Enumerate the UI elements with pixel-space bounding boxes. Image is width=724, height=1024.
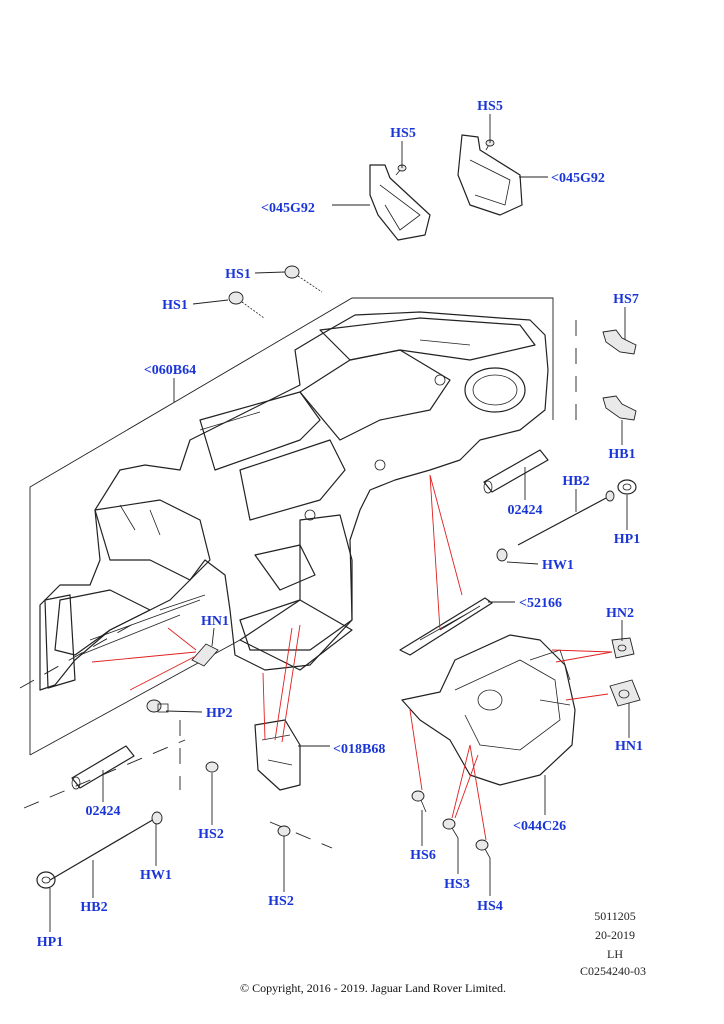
clip-hn2 xyxy=(611,637,635,659)
red-reference-lines xyxy=(91,474,613,841)
callout-hn1-left: HN1 xyxy=(201,614,229,629)
sleeve-right xyxy=(483,449,549,494)
beam-outline xyxy=(39,311,549,691)
washer-hp1-right xyxy=(617,479,637,495)
callout-bracket-left: <045G92 xyxy=(261,201,315,216)
copyright-notice: © Copyright, 2016 - 2019. Jaguar Land Ro… xyxy=(240,981,506,995)
beam-centre-box xyxy=(254,544,316,591)
callout-hs3: HS3 xyxy=(444,877,470,892)
callout-hb1: HB1 xyxy=(608,447,635,462)
bolt-hs7 xyxy=(602,329,637,355)
assembly-frame-upper xyxy=(29,297,554,755)
support-bracket-018b68 xyxy=(254,719,301,791)
beam-fixing-hole xyxy=(434,374,446,386)
bracket-pair-045g92 xyxy=(369,134,523,241)
callout-hs4: HS4 xyxy=(477,899,503,914)
beam-left-lower-panel xyxy=(54,589,151,656)
bracket-right-detail xyxy=(469,159,511,206)
callout-sleeve-right: 02424 xyxy=(508,503,543,518)
harness-bracket-52166 xyxy=(399,597,493,656)
meta-side: LH xyxy=(607,947,623,961)
callout-hb2-left: HB2 xyxy=(80,900,107,915)
beam-left-panel xyxy=(94,499,211,581)
clip-hn1-left xyxy=(191,643,219,667)
callout-hs7: HS7 xyxy=(613,292,639,307)
meta-code: 5011205 xyxy=(594,909,636,923)
beam-steering-ring-inner xyxy=(472,374,518,406)
callout-hs5-left: HS5 xyxy=(390,126,416,141)
rod-hb2-right xyxy=(517,490,615,546)
screw-hs5-left xyxy=(395,164,407,176)
beam-centre-web xyxy=(299,349,451,441)
callout-cross-member: <060B64 xyxy=(144,363,196,378)
callout-hn2: HN2 xyxy=(606,606,634,621)
meta-date: 20-2019 xyxy=(595,928,635,942)
plug-hp2 xyxy=(146,699,169,713)
callout-labels: HS5 HS5 <045G92 <045G92 HS1 HS1 HS7 <060… xyxy=(37,99,643,950)
callout-hn1-right: HN1 xyxy=(615,739,643,754)
callout-hp1-left: HP1 xyxy=(37,935,63,950)
callout-hs1-top: HS1 xyxy=(225,267,251,282)
bracket-left-detail xyxy=(379,184,421,231)
screw-hs2-bottom xyxy=(277,825,291,837)
leader-lines xyxy=(49,114,630,932)
washer-hw1-right xyxy=(496,548,508,562)
callout-heater-bracket: <044C26 xyxy=(513,819,566,834)
stud-hs1-top xyxy=(284,265,323,293)
meta-ref: C0254240-03 xyxy=(580,964,646,978)
sleeve-left xyxy=(71,745,135,790)
callout-hb2-right: HB2 xyxy=(562,474,589,489)
screw-hs4 xyxy=(475,839,491,859)
beam-top-rail xyxy=(319,317,536,361)
callout-support-bracket: <018B68 xyxy=(333,742,385,757)
callout-bracket-right: <045G92 xyxy=(551,171,605,186)
callout-hs5-right: HS5 xyxy=(477,99,503,114)
drawing-meta: 5011205 20-2019 LH C0254240-03 xyxy=(580,909,646,978)
assembly-frame-dash-bottom xyxy=(269,821,333,849)
callout-hs6: HS6 xyxy=(410,848,436,863)
heater-bracket-044c26 xyxy=(401,634,576,786)
callout-hw1-right: HW1 xyxy=(542,558,574,573)
beam-vent-upper xyxy=(199,391,321,471)
cross-member-assembly xyxy=(19,297,577,849)
callout-hw1-left: HW1 xyxy=(140,868,172,883)
callout-hs1-left: HS1 xyxy=(162,298,188,313)
callout-hs2-bottom: HS2 xyxy=(268,894,294,909)
callout-hp2: HP2 xyxy=(206,706,232,721)
screw-hs3 xyxy=(442,818,459,839)
beam-vent-lower xyxy=(239,439,346,521)
rod-hb2-left xyxy=(36,811,163,889)
beam-fixing-hole xyxy=(304,509,316,521)
stud-hs1-left xyxy=(228,291,265,319)
callout-hs2-left: HS2 xyxy=(198,827,224,842)
beam-left-end-plate xyxy=(44,594,76,689)
clip-hn1-right xyxy=(609,679,641,707)
beam-centre-foot xyxy=(239,599,353,671)
callout-harness-bracket: <52166 xyxy=(519,596,562,611)
beam-detail-lines xyxy=(119,339,471,536)
beam-steering-ring xyxy=(464,367,526,413)
screw-hs2-left xyxy=(205,761,219,773)
bracket-left xyxy=(369,164,431,241)
beam-ribs xyxy=(79,594,206,656)
beam-fixing-hole xyxy=(374,459,386,471)
bolt-hb1 xyxy=(602,395,637,421)
beam-centre-leg xyxy=(239,514,353,651)
callout-sleeve-left: 02424 xyxy=(86,804,121,819)
assembly-frame-dash-mid xyxy=(19,619,141,689)
callout-hp1-right: HP1 xyxy=(614,532,640,547)
bracket-right xyxy=(457,134,523,216)
screw-hs6 xyxy=(411,790,427,813)
